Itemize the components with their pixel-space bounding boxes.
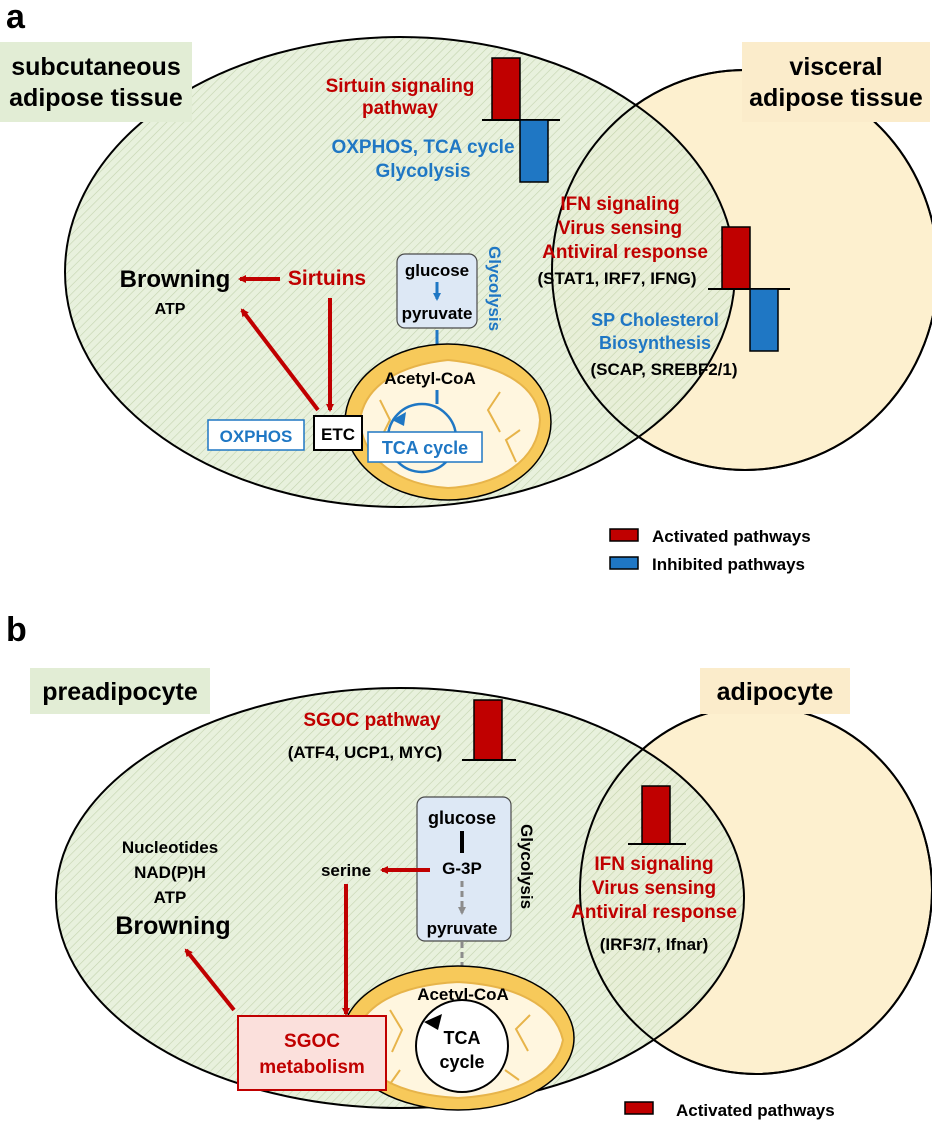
tca-cycle-arrowhead-a [392, 412, 406, 426]
sgoc-box-label-1: SGOC [284, 1031, 340, 1052]
etc-to-browning-arrow [240, 308, 320, 412]
cycle-label-b: cycle [439, 1052, 484, 1072]
sgoc-to-browning-arrow [184, 948, 236, 1012]
glycolysis-label-a: Glycolysis [485, 246, 504, 331]
oxphos-inhibited-bar [519, 119, 549, 183]
subcutaneous-label-2: adipose tissue [9, 84, 183, 112]
preadipocyte-label: preadipocyte [42, 678, 198, 706]
browning-label-b: Browning [115, 912, 230, 940]
ifn-genes-label-b: (IRF3/7, Ifnar) [600, 935, 709, 954]
etc-label: ETC [321, 425, 355, 444]
etc-box [313, 415, 363, 451]
oxphos-box-label: OXPHOS [220, 427, 293, 446]
pyruvate-label-a: pyruvate [402, 304, 473, 323]
tca-cycle-box-a [367, 431, 483, 463]
tca-cycle-arrowhead-b [424, 1014, 442, 1030]
ifn-signaling-label: IFN signaling [560, 194, 679, 215]
ifn-signaling-label-b: IFN signaling [594, 854, 713, 875]
legend-inhibited-label-a: Inhibited pathways [652, 555, 805, 574]
sirtuin-signaling-label-2: pathway [362, 98, 438, 119]
visceral-label-box [742, 42, 930, 122]
antiviral-response-label: Antiviral response [542, 242, 708, 263]
cholesterol-inhibited-bar [749, 288, 779, 352]
adipocyte-label: adipocyte [717, 678, 834, 706]
cholesterol-label-1: SP Cholesterol [591, 310, 719, 330]
sgoc-genes-label: (ATF4, UCP1, MYC) [288, 743, 443, 762]
legend-activated-swatch-a [609, 528, 639, 542]
panel-b-letter: b [6, 611, 27, 649]
virus-sensing-label: Virus sensing [558, 218, 682, 239]
cholesterol-label-2: Biosynthesis [599, 333, 711, 353]
oxphos-tca-label-1: OXPHOS, TCA cycle [331, 137, 514, 158]
panel-a-letter: a [6, 0, 26, 36]
browning-label-a: Browning [120, 266, 231, 293]
oxphos-tca-label-2: Glycolysis [375, 161, 470, 182]
ifn-activated-bar [721, 226, 751, 290]
sirtuins-label: Sirtuins [288, 267, 366, 290]
acetyl-coa-label-b: Acetyl-CoA [417, 985, 509, 1004]
acetyl-coa-label-a: Acetyl-CoA [384, 369, 476, 388]
virus-sensing-label-b: Virus sensing [592, 878, 716, 899]
visceral-label-1: visceral [789, 53, 882, 81]
subcutaneous-label-box [0, 42, 192, 122]
glucose-label-b: glucose [428, 808, 496, 828]
legend-activated-label-a: Activated pathways [652, 527, 811, 546]
antiviral-response-label-b: Antiviral response [571, 902, 737, 923]
sgoc-box-label-2: metabolism [259, 1057, 365, 1078]
legend-activated-label-b: Activated pathways [676, 1101, 835, 1120]
atp-label-a: ATP [155, 301, 186, 318]
cristae-b [389, 1009, 531, 1085]
pyruvate-label-b: pyruvate [427, 919, 498, 938]
preadipocyte-label-box [30, 668, 210, 714]
ifn-activated-bar-b [641, 785, 671, 845]
sgoc-activated-bar [473, 699, 503, 761]
sirtuin-signaling-label-1: Sirtuin signaling [326, 76, 475, 97]
sgoc-metabolism-box [237, 1015, 387, 1091]
adipocyte-label-box [700, 668, 850, 714]
legend-activated-swatch-b [624, 1101, 654, 1115]
sgoc-pathway-label: SGOC pathway [303, 710, 441, 731]
atp-label-b: ATP [154, 888, 187, 907]
subcutaneous-label-1: subcutaneous [11, 53, 180, 81]
serine-label: serine [321, 861, 371, 880]
nadph-label: NAD(P)H [134, 863, 206, 882]
glucose-label-a: glucose [405, 261, 469, 280]
oxphos-box [207, 419, 305, 451]
tca-label-b: TCA [444, 1028, 481, 1048]
sirtuin-activated-bar [491, 57, 521, 121]
legend-inhibited-swatch-a [609, 556, 639, 570]
ifn-genes-label: (STAT1, IRF7, IFNG) [538, 269, 697, 288]
tca-cycle-label-a: TCA cycle [382, 438, 468, 458]
nucleotides-label: Nucleotides [122, 838, 218, 857]
visceral-label-2: adipose tissue [749, 84, 923, 112]
g3p-label: G-3P [442, 859, 482, 878]
cholesterol-genes-label: (SCAP, SREBF2/1) [590, 360, 737, 379]
glycolysis-label-b: Glycolysis [517, 824, 536, 909]
